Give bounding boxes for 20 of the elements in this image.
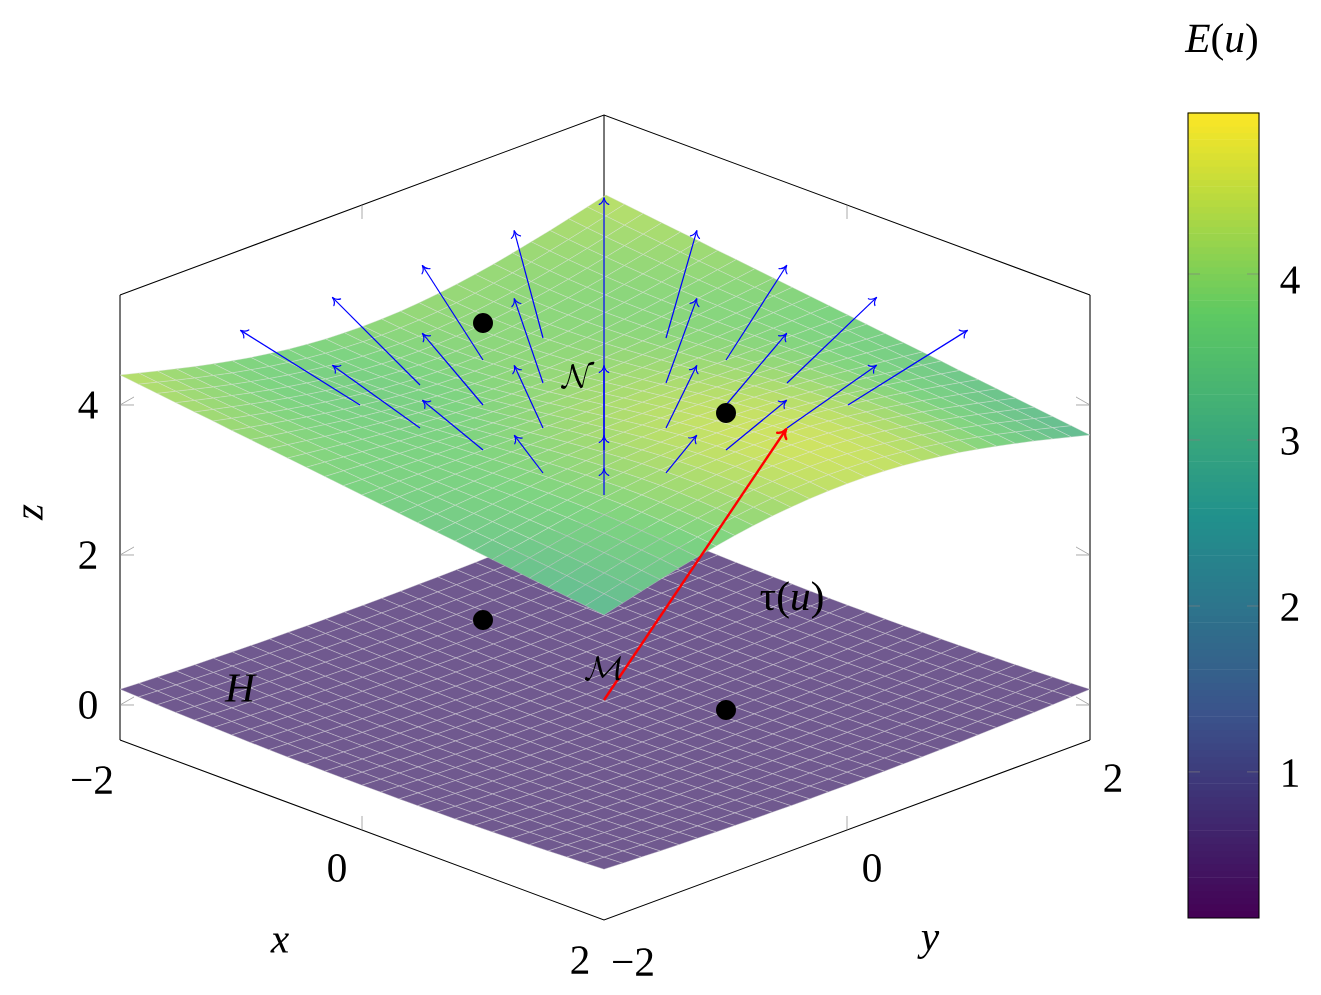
- tick-label: 2: [1281, 593, 1299, 621]
- axis-label: z: [23, 504, 43, 521]
- tick-label: 4: [78, 391, 98, 419]
- surface-label: $\mathcal{N}$: [561, 361, 595, 389]
- axis-label: x: [270, 933, 289, 953]
- tick-label: 4: [1280, 266, 1300, 294]
- tick-label: 3: [1281, 427, 1299, 455]
- tick-label: 2: [1104, 764, 1122, 792]
- tick-label: 1: [1283, 759, 1298, 787]
- tick-label: 0: [863, 854, 881, 882]
- surface-label: $\mathcal{M}$: [585, 655, 622, 681]
- axis-label: H: [224, 674, 257, 702]
- axis-label: y: [917, 931, 940, 959]
- colorbar-label: E(u): [1184, 23, 1257, 61]
- tick-label: −2: [613, 948, 653, 976]
- tick-label: 2: [571, 946, 589, 974]
- tick-label: 2: [79, 541, 97, 569]
- tick-label: −2: [72, 766, 112, 794]
- tick-label: 0: [328, 854, 346, 882]
- tick-label: 0: [79, 691, 97, 719]
